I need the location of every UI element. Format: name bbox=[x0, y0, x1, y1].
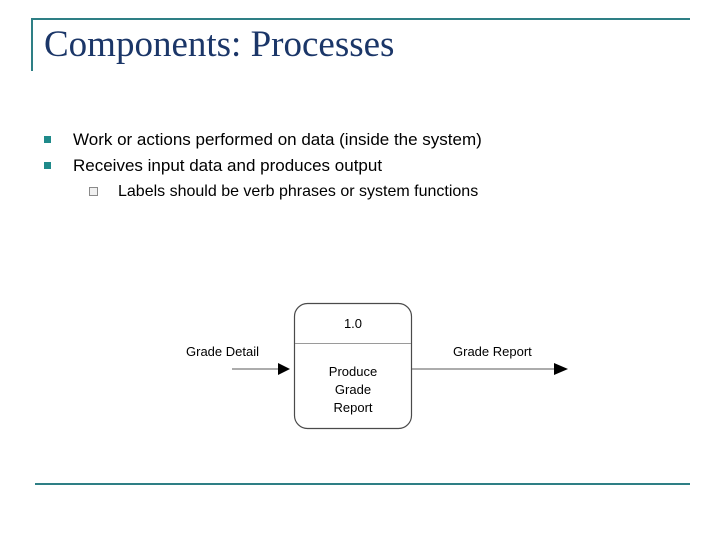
list-item: Labels should be verb phrases or system … bbox=[40, 179, 660, 204]
process-name-line-2: Grade bbox=[335, 382, 371, 397]
title-top-rule bbox=[31, 18, 690, 20]
output-flow-label: Grade Report bbox=[453, 344, 532, 359]
list-item-label: Receives input data and produces output bbox=[73, 156, 383, 175]
bullet-marker-hollow-square-icon bbox=[85, 179, 118, 204]
input-flow-label: Grade Detail bbox=[186, 344, 259, 359]
output-flow-arrowhead bbox=[554, 363, 568, 375]
list-item: Receives input data and produces output bbox=[40, 153, 660, 178]
list-item-label: Labels should be verb phrases or system … bbox=[118, 183, 479, 200]
input-flow-arrowhead bbox=[278, 363, 290, 375]
list-item-label: Work or actions performed on data (insid… bbox=[73, 130, 482, 149]
bullet-marker-filled-square-icon bbox=[40, 153, 73, 178]
bullet-list: Work or actions performed on data (insid… bbox=[40, 127, 660, 205]
page-title: Components: Processes bbox=[44, 24, 395, 65]
process-box bbox=[293, 302, 413, 430]
list-item: Work or actions performed on data (insid… bbox=[40, 127, 660, 152]
footer-rule bbox=[35, 483, 690, 485]
process-name-line-3: Report bbox=[333, 400, 372, 415]
title-left-rule bbox=[31, 18, 33, 71]
bullet-marker-filled-square-icon bbox=[40, 127, 73, 152]
process-name-line-1: Produce bbox=[329, 364, 377, 379]
process-id: 1.0 bbox=[344, 316, 362, 331]
